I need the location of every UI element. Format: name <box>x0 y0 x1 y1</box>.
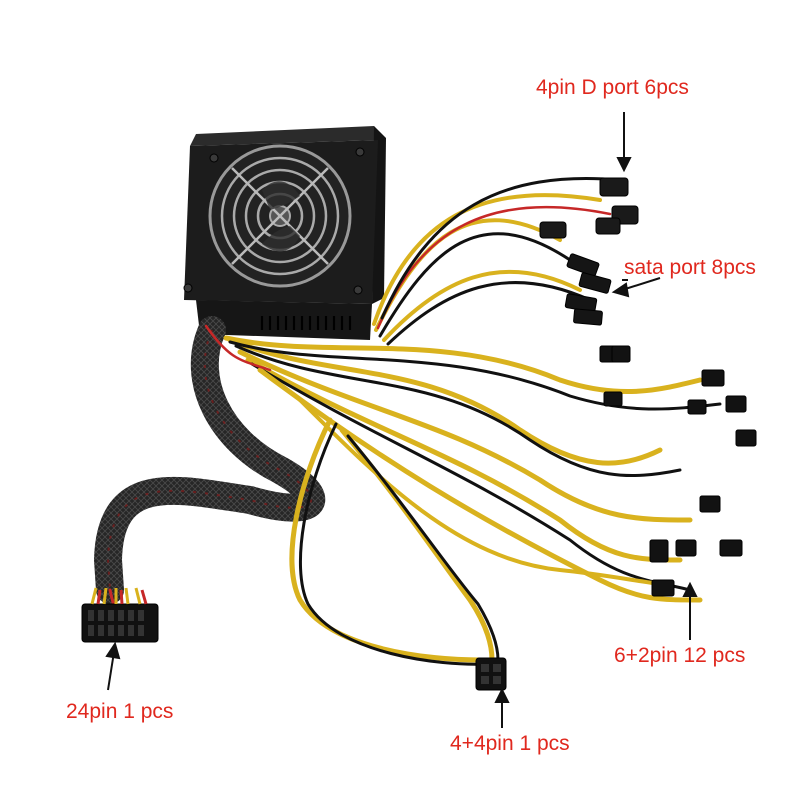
molex-connectors <box>539 177 639 239</box>
sata-connectors <box>564 253 612 326</box>
cable-bundles <box>108 177 722 666</box>
fan-grill-icon <box>208 144 352 288</box>
arrow-down-icon <box>616 112 632 173</box>
arrow-left-icon <box>611 277 661 298</box>
label-pcie-6plus2pin: 6+2pin 12 pcs <box>614 644 746 667</box>
eps-4plus4pin-connector <box>475 657 507 691</box>
arrow-up-icon <box>494 687 510 728</box>
label-atx-24pin: 24pin 1 pcs <box>66 700 174 723</box>
pcie-connectors <box>599 345 757 597</box>
atx-24pin-connector <box>81 587 159 643</box>
label-molex-4pin: 4pin D port 6pcs <box>536 76 689 99</box>
sleeved-main-cable <box>93 316 326 604</box>
annotation-arrows <box>105 112 698 728</box>
arrow-up-icon <box>682 581 698 640</box>
label-sata-port: sata port 8pcs <box>624 256 756 279</box>
label-eps-4plus4pin: 4+4pin 1 pcs <box>450 732 570 755</box>
vent-slots <box>260 316 352 330</box>
arrow-up-icon <box>105 641 121 691</box>
